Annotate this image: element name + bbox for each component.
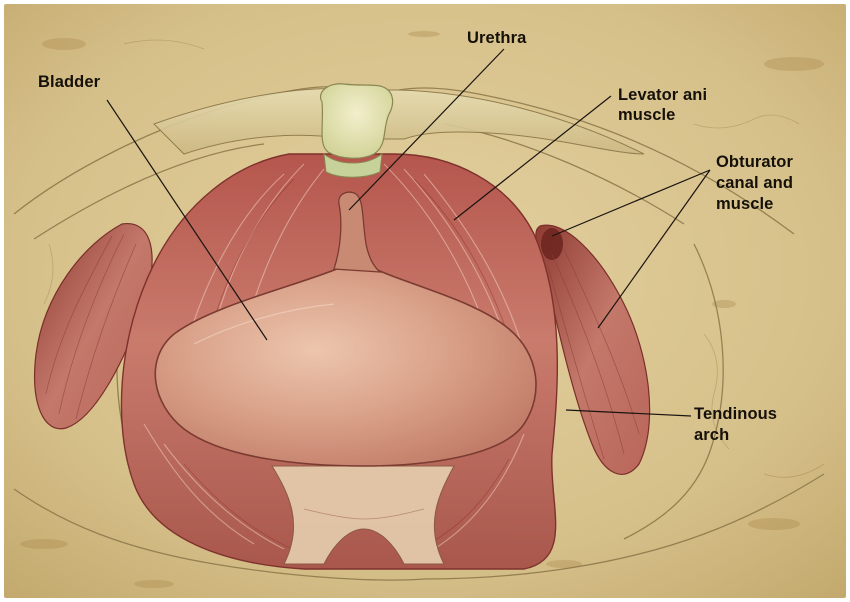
obturator-label-line2: canal and — [716, 173, 793, 193]
bladder-label: Bladder — [38, 72, 100, 92]
urethra-label: Urethra — [467, 28, 526, 48]
levator-ani-label-line2: muscle — [618, 105, 675, 125]
obturator-label-line3: muscle — [716, 194, 773, 214]
pelvic-floor-illustration: Bladder Urethra Levator ani muscle Obtur… — [4, 4, 846, 598]
obturator-label-line1: Obturator — [716, 152, 793, 172]
levator-ani-label-line1: Levator ani — [618, 85, 707, 105]
tendinous-label-line1: Tendinous — [694, 404, 777, 424]
tendinous-label-line2: arch — [694, 425, 729, 445]
